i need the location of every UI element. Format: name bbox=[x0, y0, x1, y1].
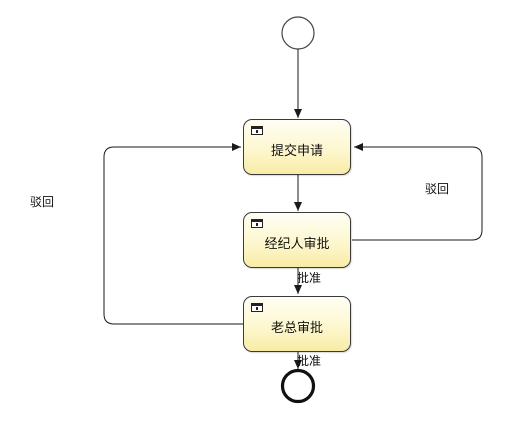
task-submit-application[interactable]: 提交申请 bbox=[243, 119, 351, 175]
reject-label-right: 驳回 bbox=[425, 182, 450, 196]
approve-label-boss: 批准 bbox=[297, 354, 322, 368]
end-event[interactable] bbox=[280, 368, 316, 404]
task-label: 提交申请 bbox=[270, 144, 323, 159]
user-task-icon bbox=[251, 126, 263, 135]
start-event[interactable] bbox=[281, 16, 315, 50]
task-label: 老总审批 bbox=[270, 321, 323, 336]
flow-agent-reject[interactable] bbox=[352, 143, 483, 241]
user-task-icon bbox=[251, 219, 263, 228]
task-agent-approval[interactable]: 经纪人审批 bbox=[243, 212, 351, 268]
approve-label-agent: 批准 bbox=[297, 271, 322, 285]
user-task-icon bbox=[251, 303, 263, 312]
task-label: 经纪人审批 bbox=[264, 237, 330, 252]
task-boss-approval[interactable]: 老总审批 bbox=[243, 296, 351, 352]
reject-label-left: 驳回 bbox=[30, 195, 55, 209]
flow-boss-reject[interactable] bbox=[103, 143, 243, 325]
